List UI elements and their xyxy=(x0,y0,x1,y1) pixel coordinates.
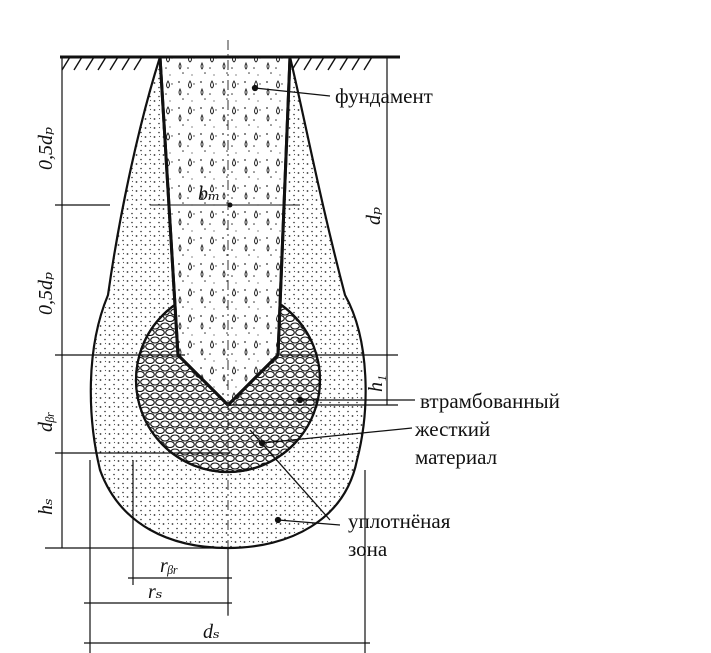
zone-diameter-label: dₛ xyxy=(203,621,220,643)
material-label-line1: втрамбованный xyxy=(420,389,560,413)
material-label-line2: жесткий xyxy=(414,417,490,441)
zone-label-line2: зона xyxy=(348,537,388,561)
rigid-depth-label: dᵦᵣ xyxy=(35,411,57,432)
rigid-radius-label: rᵦᵣ xyxy=(160,555,178,577)
bottom-dimensions xyxy=(84,460,370,653)
upper-half-depth-label: 0,5dₚ xyxy=(35,127,57,170)
material-label-line3: материал xyxy=(415,445,497,469)
lower-half-depth-label: 0,5dₚ xyxy=(35,272,57,315)
foundation-depth-label: dₚ xyxy=(363,207,385,225)
zone-height-label: hₛ xyxy=(35,498,57,515)
cone-height-label: h₁ xyxy=(365,375,387,392)
right-dimension-chain xyxy=(230,57,398,406)
zone-radius-label: rₛ xyxy=(148,581,163,603)
foundation-width-label: bₘ xyxy=(198,183,220,205)
foundation-label: фундамент xyxy=(335,84,433,108)
left-dimension-chain xyxy=(45,57,230,549)
leader-lines xyxy=(249,84,415,526)
zone-label-line1: уплотнёная xyxy=(348,509,451,533)
